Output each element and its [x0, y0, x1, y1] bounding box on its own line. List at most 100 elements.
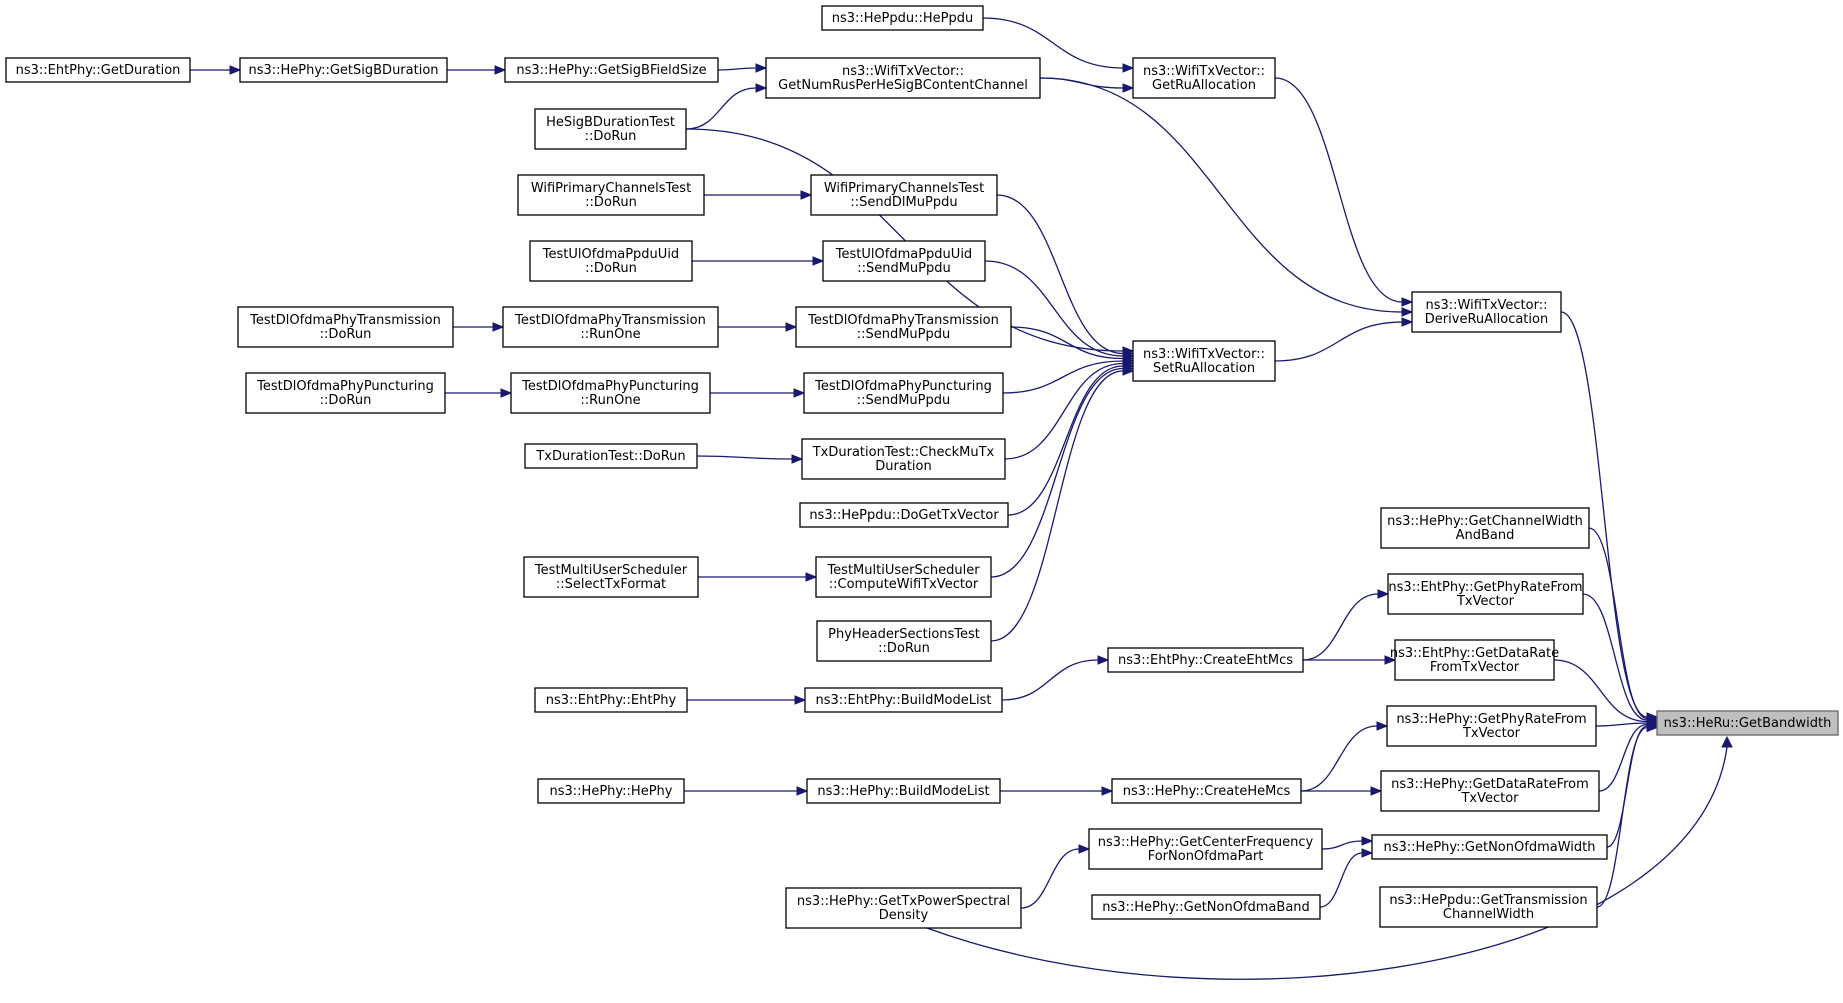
node-box[interactable] — [534, 687, 688, 713]
node-box[interactable] — [799, 502, 1009, 528]
node-label: WifiPrimaryChannelsTest — [824, 181, 984, 196]
node-dlp_run[interactable]: TestDlOfdmaPhyPuncturing::DoRun — [245, 372, 446, 414]
node-box[interactable] — [534, 108, 687, 150]
node-nonofdmawidth[interactable]: ns3::HePhy::GetNonOfdmaWidth — [1371, 834, 1608, 860]
node-box[interactable] — [1411, 291, 1562, 333]
node-centerfreq[interactable]: ns3::HePhy::GetCenterFrequencyForNonOfdm… — [1088, 828, 1323, 870]
node-ehtdur[interactable]: ns3::EhtPhy::GetDuration — [5, 57, 191, 83]
node-target[interactable]: ns3::HeRu::GetBandwidth — [1656, 710, 1839, 736]
node-sigbsize[interactable]: ns3::HePhy::GetSigBFieldSize — [504, 57, 719, 83]
node-dlp_one[interactable]: TestDlOfdmaPhyPuncturing::RunOne — [510, 372, 711, 414]
node-box[interactable] — [1107, 647, 1304, 673]
node-label: TestUlOfdmaPpduUid — [542, 247, 679, 262]
node-tmus_select[interactable]: TestMultiUserScheduler::SelectTxFormat — [523, 556, 699, 598]
node-hesigbtest[interactable]: HeSigBDurationTest::DoRun — [534, 108, 687, 150]
node-box[interactable] — [1088, 828, 1323, 870]
node-he_ctor[interactable]: ns3::HePhy::HePhy — [537, 778, 685, 804]
node-box[interactable] — [517, 174, 705, 216]
node-box[interactable] — [1132, 340, 1276, 382]
node-box[interactable] — [537, 778, 685, 804]
node-box[interactable] — [1111, 778, 1302, 804]
node-box[interactable] — [524, 443, 698, 469]
node-ul_run[interactable]: TestUlOfdmaPpduUid::DoRun — [529, 240, 693, 282]
node-box[interactable] — [815, 556, 992, 598]
node-box[interactable] — [1386, 705, 1597, 747]
call-edge-arrowhead — [791, 454, 804, 464]
node-dltx_one[interactable]: TestDlOfdmaPhyTransmission::RunOne — [502, 306, 719, 348]
node-getru[interactable]: ns3::WifiTxVector::GetRuAllocation — [1132, 57, 1276, 99]
node-sigbdur[interactable]: ns3::HePhy::GetSigBDuration — [239, 57, 448, 83]
node-box[interactable] — [801, 438, 1006, 480]
nodes-layer: ns3::HeRu::GetBandwidth ns3::WifiTxVector… — [5, 5, 1839, 929]
node-ul_send[interactable]: TestUlOfdmaPpduUid::SendMuPpdu — [822, 240, 986, 282]
node-box[interactable] — [504, 57, 719, 83]
node-box[interactable] — [510, 372, 711, 414]
call-edge-arrowhead — [805, 572, 818, 582]
node-box[interactable] — [1379, 886, 1598, 928]
node-box[interactable] — [821, 5, 984, 31]
node-dltx_run[interactable]: TestDlOfdmaPhyTransmission::DoRun — [237, 306, 454, 348]
node-he_createmcs[interactable]: ns3::HePhy::CreateHeMcs — [1111, 778, 1302, 804]
node-label: ::DoRun — [320, 393, 372, 408]
node-box[interactable] — [1091, 894, 1321, 920]
node-doget[interactable]: ns3::HePpdu::DoGetTxVector — [799, 502, 1009, 528]
node-box[interactable] — [1380, 770, 1600, 812]
node-box[interactable] — [803, 372, 1004, 414]
node-box[interactable] — [1394, 639, 1555, 681]
node-box[interactable] — [502, 306, 719, 348]
node-setru[interactable]: ns3::WifiTxVector::SetRuAllocation — [1132, 340, 1276, 382]
node-dltx_send[interactable]: TestDlOfdmaPhyTransmission::SendMuPpdu — [795, 306, 1012, 348]
node-box[interactable] — [239, 57, 448, 83]
call-edge-arrowhead — [1401, 317, 1414, 327]
call-edge — [1039, 77, 1403, 313]
node-numrus[interactable]: ns3::WifiTxVector::GetNumRusPerHeSigBCon… — [765, 57, 1041, 99]
call-edge-arrowhead — [1721, 735, 1733, 748]
call-edge-arrowhead — [1384, 655, 1397, 665]
node-box[interactable] — [523, 556, 699, 598]
call-edge-arrowhead — [1361, 848, 1374, 858]
node-box[interactable] — [237, 306, 454, 348]
node-derive[interactable]: ns3::WifiTxVector::DeriveRuAllocation — [1411, 291, 1562, 333]
node-tmus_compute[interactable]: TestMultiUserScheduler::ComputeWifiTxVec… — [815, 556, 992, 598]
call-edge — [1002, 360, 1124, 394]
node-box[interactable] — [810, 174, 998, 216]
node-box[interactable] — [765, 57, 1041, 99]
node-box[interactable] — [806, 778, 1001, 804]
node-box[interactable] — [1132, 57, 1276, 99]
node-box[interactable] — [1380, 507, 1590, 549]
node-nonofdmaband[interactable]: ns3::HePhy::GetNonOfdmaBand — [1091, 894, 1321, 920]
node-txd_run[interactable]: TxDurationTest::DoRun — [524, 443, 698, 469]
node-box[interactable] — [816, 620, 992, 662]
node-eht_createmcs[interactable]: ns3::EhtPhy::CreateEhtMcs — [1107, 647, 1304, 673]
node-dlp_send[interactable]: TestDlOfdmaPhyPuncturing::SendMuPpdu — [803, 372, 1004, 414]
node-label: ns3::WifiTxVector:: — [1143, 64, 1265, 79]
node-box[interactable] — [822, 240, 986, 282]
node-label: Duration — [875, 459, 931, 474]
node-box[interactable] — [795, 306, 1012, 348]
node-box[interactable] — [804, 687, 1003, 713]
node-box[interactable] — [5, 57, 191, 83]
node-heppdu[interactable]: ns3::HePpdu::HePpdu — [821, 5, 984, 31]
node-eht_ctor[interactable]: ns3::EhtPhy::EhtPhy — [534, 687, 688, 713]
node-box[interactable] — [529, 240, 693, 282]
node-wpc_run[interactable]: WifiPrimaryChannelsTest::DoRun — [517, 174, 705, 216]
node-label: ns3::HePpdu::HePpdu — [832, 11, 974, 26]
node-he_build[interactable]: ns3::HePhy::BuildModeList — [806, 778, 1001, 804]
node-box[interactable] — [1387, 573, 1584, 615]
node-wpc_send[interactable]: WifiPrimaryChannelsTest::SendDlMuPpdu — [810, 174, 998, 216]
node-box[interactable] — [1371, 834, 1608, 860]
node-box[interactable] — [785, 887, 1022, 929]
node-box[interactable] — [245, 372, 446, 414]
node-phs_run[interactable]: PhyHeaderSectionsTest::DoRun — [816, 620, 992, 662]
target-node-box[interactable] — [1656, 710, 1839, 736]
node-eht_build[interactable]: ns3::EhtPhy::BuildModeList — [804, 687, 1003, 713]
call-edge — [1588, 527, 1648, 720]
